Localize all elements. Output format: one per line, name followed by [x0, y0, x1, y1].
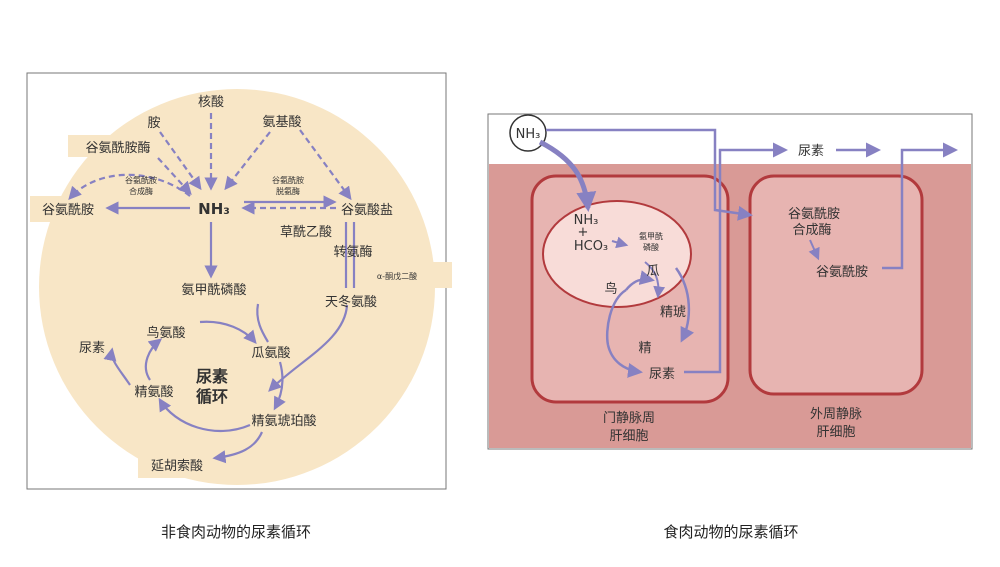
arrow-jinganhupo-yanhu [212, 431, 264, 464]
node-niaosu: 尿素 [79, 341, 105, 356]
node-ketoglutarate: α-酮戊二酸 [377, 271, 417, 281]
node-niaosu-inner: 尿素 [649, 367, 675, 382]
node-anjia-1: 氨甲酰 [639, 231, 663, 241]
node-an: 胺 [147, 116, 160, 131]
nh3-circle [509, 114, 547, 152]
node-plus: + [578, 225, 589, 240]
node-jing: 精 [638, 341, 651, 356]
node-guananxian-right: 谷氨酰胺 [816, 265, 868, 280]
arrow-an-nh3 [159, 131, 202, 191]
arrow-jingan-niaoan [144, 338, 163, 381]
enzyme-tuoan-1: 谷氨酰胺 [272, 175, 304, 185]
arrow-jingan-niaosu [103, 347, 131, 386]
arrow-nh3-guananxian-dashed [68, 173, 191, 200]
node-hco3: HCO₃ [574, 239, 608, 254]
node-nh3-right: NH₃ [516, 127, 541, 142]
node-hecheng-1: 谷氨酰胺 [788, 207, 840, 222]
node-niaosu-top: 尿素 [798, 144, 824, 159]
node-guanmei: 谷氨酰胺酶 [85, 140, 150, 156]
cell2-label-1: 外周静脉 [810, 407, 862, 422]
node-gua: 瓜 [646, 264, 659, 279]
node-niaoansuan: 鸟氨酸 [146, 325, 185, 341]
node-guansuanyan: 谷氨酸盐 [341, 203, 393, 218]
cycle-label-1: 尿素 [196, 367, 228, 386]
node-niao: 鸟 [604, 281, 617, 297]
beige-ellipse [39, 89, 435, 485]
enzyme-guanmei-small-2: 合成酶 [129, 186, 153, 196]
node-anjia-2: 磷酸 [643, 242, 659, 252]
node-anjisuan: 氨基酸 [262, 115, 301, 130]
arrow-anjisuan-guansuanyan [299, 129, 352, 201]
node-jinganhupo: 精氨琥珀酸 [251, 414, 316, 429]
arrow-nh3-inner [538, 139, 597, 212]
node-zhuananmei: 转氨酶 [333, 244, 372, 260]
node-jinghu: 精琥 [660, 305, 686, 320]
cycle-label-2: 循环 [196, 387, 228, 406]
node-tiandongansuan: 天冬氨酸 [325, 294, 377, 310]
enzyme-guanmei-small-1: 谷氨酰胺 [125, 175, 157, 185]
cell1-label-2: 肝细胞 [609, 429, 648, 444]
node-hesuan: 核酸 [198, 95, 224, 110]
cell2-label-2: 肝细胞 [816, 425, 855, 440]
caption-right: 食肉动物的尿素循环 [663, 523, 798, 541]
caption-left: 非食肉动物的尿素循环 [161, 523, 311, 541]
arrow-tiandong-jinganhupo [268, 304, 349, 392]
arrow-anjisuan-nh3 [224, 131, 271, 191]
node-guananxian: 谷氨酰胺 [42, 203, 94, 218]
enzyme-tuoan-2: 脱氨酶 [276, 186, 300, 196]
node-anjiaxianlinsuan: 氨甲酰磷酸 [181, 283, 246, 298]
arrow-niaosu-out [684, 142, 788, 374]
arrow-guanmei-nh3 [157, 157, 192, 195]
node-nh3: NH₃ [198, 200, 230, 218]
node-yanhu: 延胡索酸 [151, 459, 203, 474]
cell1-label-1: 门静脉周 [603, 411, 655, 426]
right-panel: NH₃ NH₃ + HCO₃ 氨甲酰 磷酸 瓜 鸟 精琥 精 尿素 尿素 谷氨酰… [487, 113, 973, 450]
arrow-niaoan-guaan [199, 320, 257, 345]
arrow-nh3-cell2 [546, 128, 753, 221]
node-caoxian: 草酰乙酸 [280, 225, 332, 240]
arrow-jinganhupo-jingan [158, 397, 251, 433]
node-hecheng-2: 合成酶 [792, 222, 831, 238]
cell-peripheral [748, 174, 924, 396]
arrow-guananxian-out [882, 142, 958, 270]
node-jingansuan: 精氨酸 [134, 385, 173, 400]
node-inner-nh3: NH₃ [574, 213, 599, 228]
arrow-guaan-jinganhupo [273, 361, 286, 411]
node-guaansuan: 瓜氨酸 [251, 346, 290, 361]
left-panel: 核酸 胺 氨基酸 谷氨酰胺酶 谷氨酰胺 合成酶 谷氨酰胺 NH₃ 谷氨酰胺 脱氨… [26, 72, 452, 490]
